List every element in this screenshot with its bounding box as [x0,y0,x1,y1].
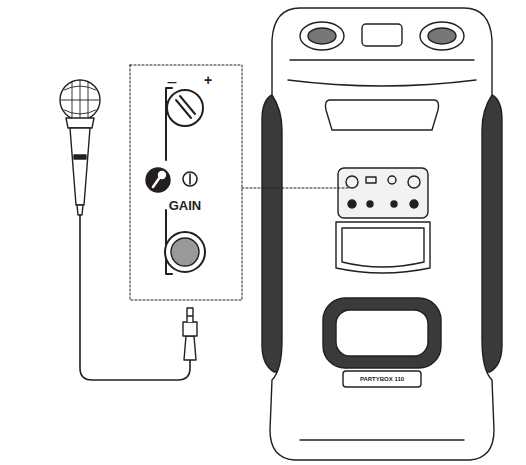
mic-switch [74,155,86,159]
mic-handle [70,128,90,205]
jack-plug [183,322,197,336]
panel-knob [346,176,358,188]
mic-plug [77,205,83,215]
top-knob [428,28,456,44]
top-edge [288,60,476,86]
mic-icon-bg [146,168,170,192]
panel-jack [410,200,418,208]
panel-jack [367,201,373,207]
inset-frame [130,65,242,300]
knob-marker [176,96,195,118]
mic-jack [165,232,205,272]
panel-jack [391,201,397,207]
cutout [342,228,424,267]
panel-jack [348,200,356,208]
gain-symbol [189,174,191,184]
leader-line [242,188,350,189]
handle-ring [323,298,441,368]
mic-cable [80,215,190,380]
base-line [300,439,464,440]
rear-panel [338,168,428,218]
handle-hole [336,310,428,356]
gain-symbol [183,172,197,186]
panel-button [388,176,396,184]
name-plate [343,371,421,387]
gain-label: GAIN [169,199,202,212]
mic-icon [153,177,160,187]
mic-icon [159,172,166,179]
speaker-body [270,8,494,460]
handle-recess [326,100,439,130]
mic-grille [61,80,99,120]
plus-sign: + [204,73,212,87]
top-knob [308,28,336,44]
top-panel [362,24,402,46]
mic-head [60,80,100,120]
minus-sign: – [168,74,177,90]
panel-knob [408,176,420,188]
model-label: PARTYBOX 110 [360,376,404,382]
mic-jack [171,238,199,266]
jack-tip [187,308,193,322]
jack-plug [184,336,196,360]
mic-collar [66,118,94,128]
top-knob [420,22,464,50]
usb-port [366,177,376,183]
top-knob [300,22,344,50]
cutout-rim [336,222,430,273]
gain-knob [167,90,203,126]
